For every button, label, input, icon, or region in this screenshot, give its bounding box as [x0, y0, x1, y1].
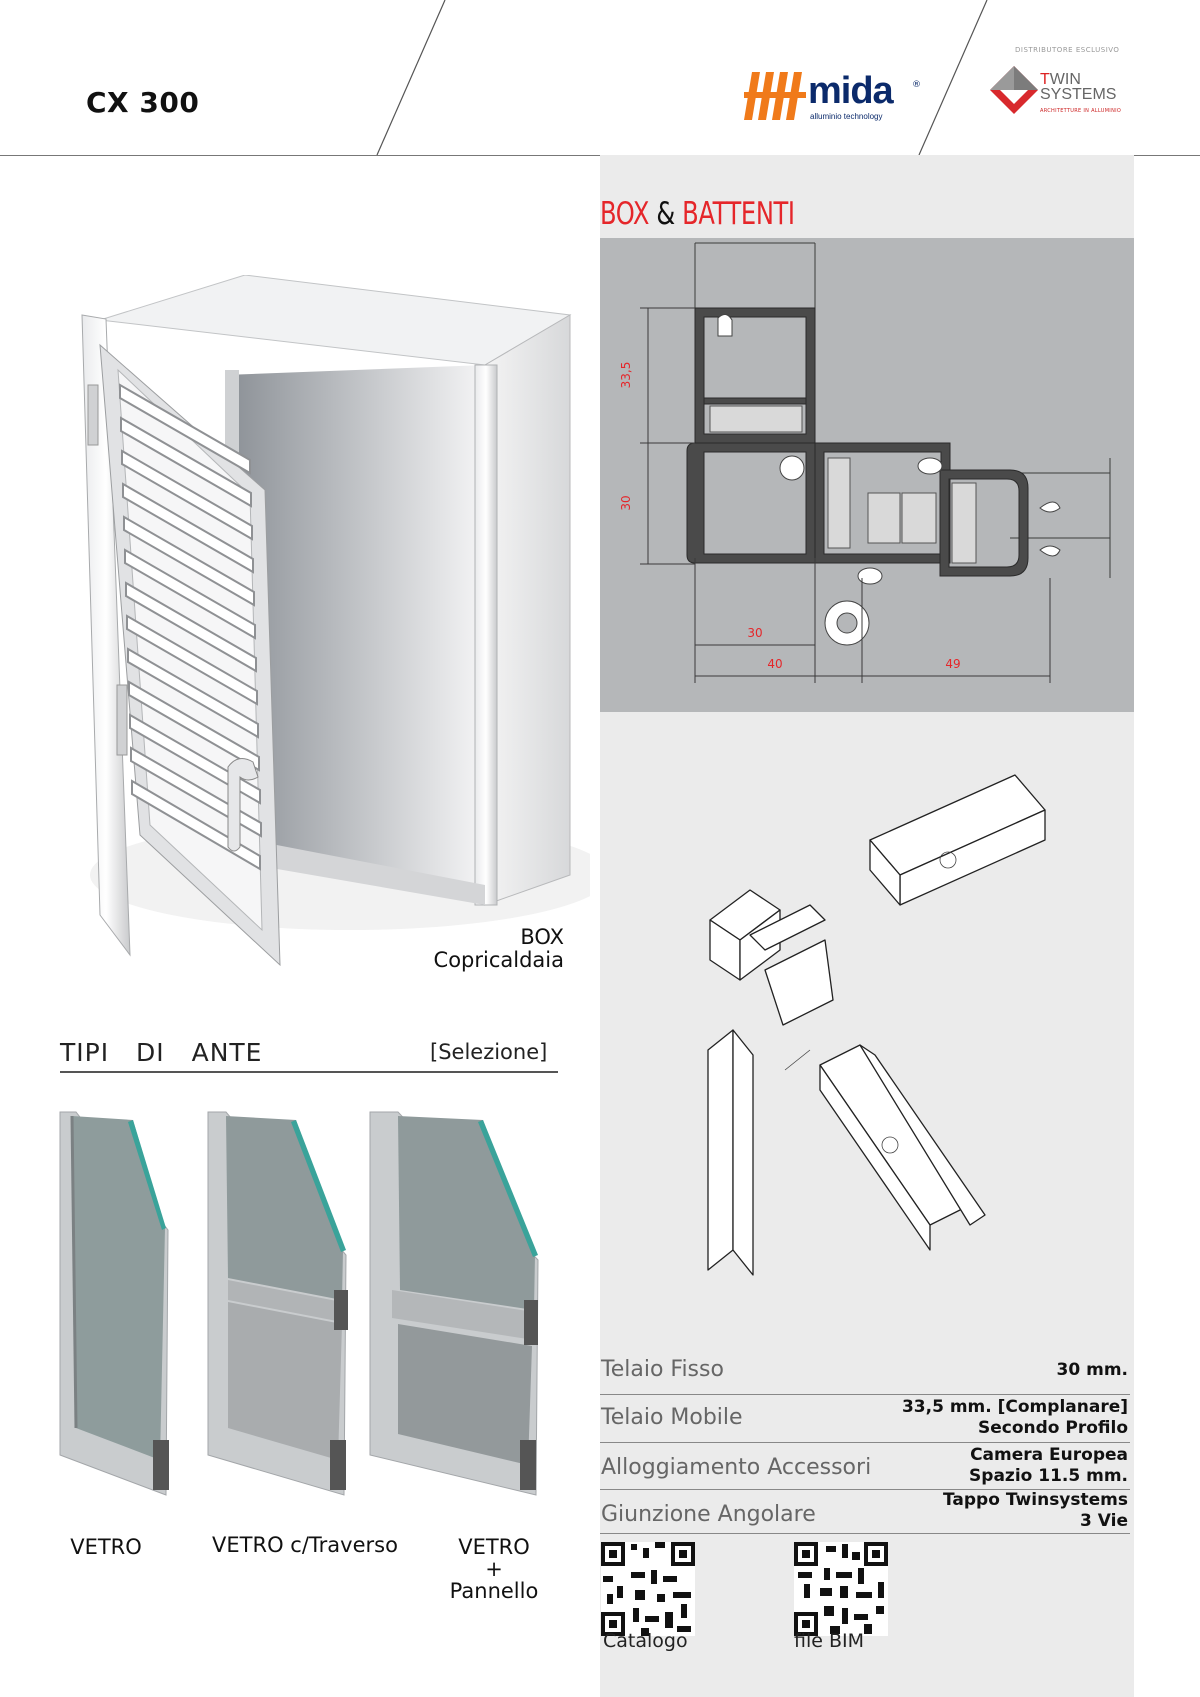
- exploded-corner-joint-drawing: [707, 774, 1046, 1276]
- page-header: [0, 0, 1200, 156]
- dim-label-49: 49: [945, 657, 960, 671]
- mida-tagline: alluminio technology: [810, 112, 883, 121]
- types-selection-note: [Selezione]: [430, 1040, 548, 1064]
- section-title: BOX & BATTENTI: [600, 196, 795, 232]
- mida-logo-icon: [744, 72, 806, 120]
- spec-row-telaio-mobile: Telaio Mobile 33,5 mm. [Complanare]Secon…: [600, 1395, 1130, 1443]
- twin-systems-logo-icon: [990, 66, 1038, 114]
- header-divider-left: [376, 0, 446, 156]
- spec-value: 33,5 mm. [Complanare]Secondo Profilo: [901, 1397, 1128, 1438]
- qr-code-catalogo[interactable]: [601, 1542, 695, 1636]
- door-type-label-vetro-pannello: VETRO+Pannello: [449, 1535, 539, 1603]
- distributor-note: DISTRIBUTORE ESCLUSIVO: [1015, 46, 1120, 54]
- spec-label: Alloggiamento Accessori: [601, 1455, 872, 1480]
- dim-label-30-horizontal: 30: [747, 626, 762, 640]
- types-heading: TIPI DI ANTE: [60, 1038, 263, 1067]
- spec-label: Telaio Fisso: [601, 1357, 724, 1382]
- types-heading-rule: [60, 1071, 558, 1073]
- dim-label-33-5: 33,5: [619, 362, 633, 389]
- door-type-image-vetro-pannello: [369, 1111, 539, 1496]
- dim-label-30-vertical: 30: [619, 495, 633, 510]
- spec-value: 30 mm.: [1056, 1360, 1128, 1380]
- box-copricaldaia-image: [81, 275, 590, 967]
- door-type-image-vetro: [59, 1111, 169, 1496]
- spec-label: Telaio Mobile: [601, 1405, 743, 1430]
- door-type-label-vetro: VETRO: [70, 1535, 142, 1559]
- qr-label-file-bim[interactable]: file BIM: [794, 1630, 865, 1652]
- spec-row-telaio-fisso: Telaio Fisso 30 mm.: [600, 1353, 1130, 1395]
- dim-label-40: 40: [767, 657, 782, 671]
- header-divider-right: [918, 0, 988, 156]
- model-title: CX 300: [86, 86, 200, 119]
- qr-label-catalogo[interactable]: Catalogo: [603, 1630, 688, 1652]
- profile-section-drawing: 33,5 30 30 40 49: [619, 242, 1111, 683]
- mida-registered-mark: ®: [912, 80, 921, 90]
- door-type-label-vetro-traverso: VETRO c/Traverso: [212, 1533, 398, 1557]
- twin-systems-tagline: ARCHITETTURE IN ALLUMINIO: [1040, 108, 1122, 114]
- door-type-image-vetro-traverso: [207, 1111, 348, 1496]
- spec-label: Giunzione Angolare: [601, 1502, 816, 1527]
- qr-code-file-bim[interactable]: [794, 1542, 888, 1636]
- mida-logo-text: mida: [808, 70, 894, 112]
